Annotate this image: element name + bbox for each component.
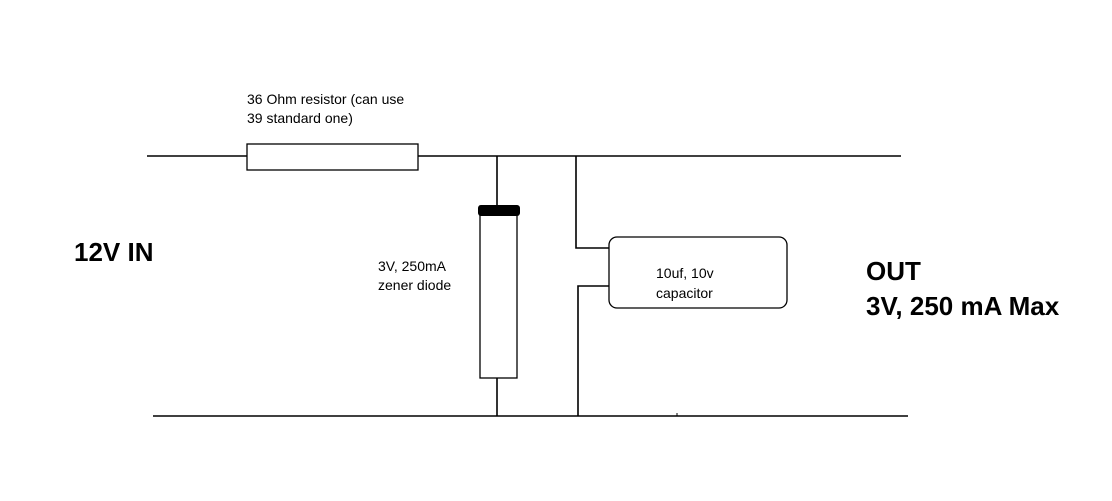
capacitor-label-line2: capacitor <box>656 285 713 301</box>
resistor-body <box>246 143 419 171</box>
resistor-label-line1: 36 Ohm resistor (can use <box>247 91 404 107</box>
capacitor-body <box>608 236 788 309</box>
input-label: 12V IN <box>74 237 154 267</box>
zener-body <box>479 205 518 379</box>
output-label-line2: 3V, 250 mA Max <box>866 291 1060 321</box>
resistor-label-line2: 39 standard one) <box>247 110 353 126</box>
capacitor-label-line1: 10uf, 10v <box>656 265 714 281</box>
capacitor-lead-bottom <box>577 285 609 416</box>
zener-cathode-band <box>478 205 520 216</box>
capacitor-lead-top <box>575 156 609 249</box>
zener-label-line1: 3V, 250mA <box>378 258 447 274</box>
output-label-line1: OUT <box>866 256 921 286</box>
zener-label-line2: zener diode <box>378 277 451 293</box>
